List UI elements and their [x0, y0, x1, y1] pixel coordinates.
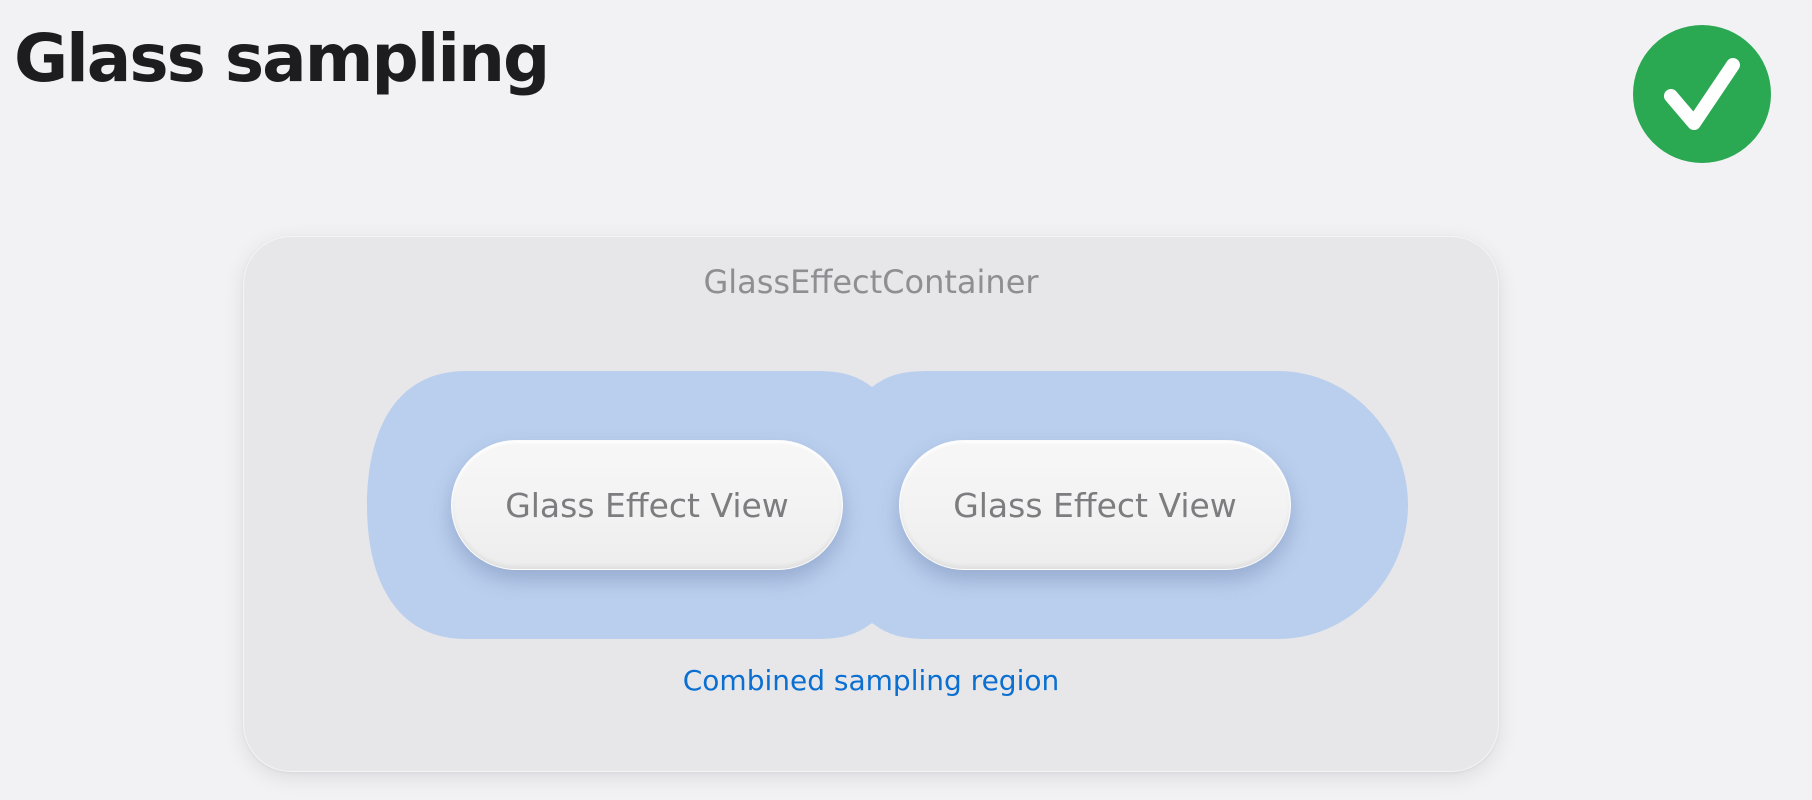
- success-badge: [1633, 25, 1771, 163]
- region-label: Combined sampling region: [682, 664, 1060, 697]
- sampling-region-shape: [367, 371, 1408, 639]
- glass-effect-view-right: Glass Effect View: [899, 440, 1291, 570]
- combined-sampling-region: [367, 371, 1408, 639]
- glass-effect-container: GlassEffectContainer Glass Effect View G…: [243, 236, 1499, 772]
- container-label: GlassEffectContainer: [703, 263, 1039, 301]
- checkmark-icon: [1664, 58, 1740, 130]
- glass-effect-view-left: Glass Effect View: [451, 440, 843, 570]
- page-title: Glass sampling: [14, 20, 550, 97]
